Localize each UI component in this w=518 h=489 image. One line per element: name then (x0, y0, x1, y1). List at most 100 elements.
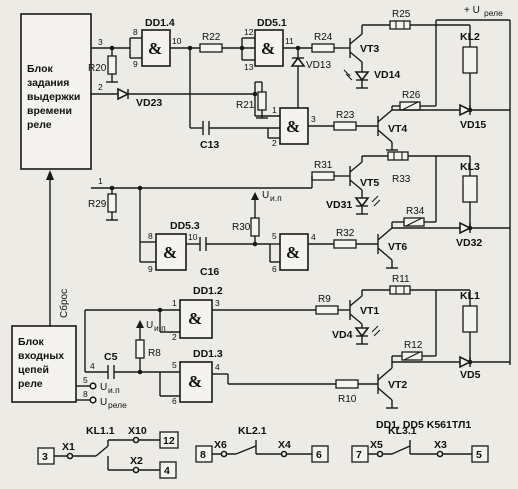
resistor-r23 (333, 121, 357, 131)
label-vt3: VT3 (360, 43, 379, 55)
pin-dd51-12: 12 (244, 27, 254, 37)
label-kl21: KL2.1 (238, 425, 267, 437)
vt5-collector (349, 161, 363, 173)
supply-arrow-icon (251, 192, 259, 200)
gate-dd12-symbol: & (188, 309, 202, 328)
label-vt2: VT2 (388, 379, 407, 391)
junction (157, 307, 163, 313)
supply-uip-sub-2: и.п (154, 323, 166, 333)
label-vd13: VD13 (306, 60, 331, 71)
gate-dd12 (179, 299, 213, 339)
terminal-box-6 (311, 445, 329, 463)
label-c16: C16 (200, 266, 219, 278)
resistor-r33 (387, 151, 409, 161)
pin-dd12-1: 1 (172, 298, 177, 308)
label-r30: R30 (232, 222, 251, 233)
supply-uip-sub: и.п (270, 193, 282, 203)
terminal-box-4 (159, 461, 177, 479)
vt2-emitter (377, 387, 393, 401)
relay-supply-label: + U (464, 5, 480, 16)
label-vt1: VT1 (360, 305, 379, 317)
label-kl3: KL3 (460, 161, 480, 173)
input-block (11, 325, 77, 403)
label-vd14: VD14 (374, 69, 400, 81)
label-vt6: VT6 (388, 241, 407, 253)
input-urele-label: U (100, 397, 107, 408)
label-vd4: VD4 (332, 329, 353, 341)
resistor-r20 (107, 55, 117, 75)
label-r8: R8 (148, 348, 161, 359)
diode-vd32-icon (459, 221, 472, 235)
input-urele-sub: реле (108, 400, 127, 410)
gate-dd51 (254, 29, 284, 67)
delay-block (20, 13, 92, 170)
label-r24: R24 (314, 32, 333, 43)
terminal-4-label: 4 (164, 465, 170, 477)
label-x1: X1 (62, 441, 75, 453)
pin-delay-1: 1 (98, 176, 103, 186)
diode-vd15-icon (459, 103, 472, 117)
pin-dd53-9: 9 (148, 264, 153, 274)
label-dd14: DD1.4 (145, 17, 175, 29)
label-dd13: DD1.3 (193, 348, 223, 360)
junction (137, 185, 143, 191)
label-r33: R33 (392, 174, 411, 185)
connector-x4 (280, 450, 288, 458)
label-r12: R12 (404, 340, 423, 351)
vt4-collector (377, 109, 393, 123)
input-block-line4: реле (18, 378, 43, 390)
label-r31: R31 (314, 160, 333, 171)
gate-row2 (279, 107, 309, 145)
led-vd31-icon (354, 197, 370, 208)
label-r9: R9 (318, 294, 331, 305)
pin-dd53-10: 10 (188, 232, 198, 242)
relay-supply-sub: реле (484, 8, 503, 18)
label-kl1: KL1 (460, 290, 480, 302)
label-vd5: VD5 (460, 369, 481, 381)
supply-uip-label-2: U (146, 320, 153, 331)
delay-block-line2: задания (27, 77, 69, 89)
vt3-collector (349, 33, 363, 45)
gate-row2-symbol: & (286, 117, 300, 136)
terminal-8-label: 8 (200, 449, 206, 461)
pin-dd13-6: 6 (172, 396, 177, 406)
resistor-r21 (257, 91, 267, 111)
pin-dd12-2: 2 (172, 332, 177, 342)
label-x2: X2 (130, 455, 143, 467)
input-block-line2: входных (18, 350, 64, 362)
pin-g-1: 1 (272, 105, 277, 115)
pin-delay-2: 2 (98, 82, 103, 92)
resistor-r22 (199, 43, 223, 53)
terminal-12-label: 12 (163, 435, 175, 447)
label-x5: X5 (370, 439, 383, 451)
gate-dd13 (179, 361, 213, 403)
pin-in-4: 4 (90, 361, 95, 371)
led-ray (373, 329, 381, 337)
vt5-emitter (349, 179, 363, 191)
label-vd32: VD32 (456, 237, 482, 249)
terminal-in5 (89, 382, 97, 390)
label-r11: R11 (392, 274, 410, 285)
label-x4: X4 (278, 439, 291, 451)
pin-dd13-4: 4 (215, 362, 220, 372)
pin-dd14-8: 8 (133, 27, 138, 37)
label-c5: C5 (104, 351, 118, 363)
reset-label: Сброс (58, 289, 70, 318)
connector-x10 (132, 436, 140, 444)
supply-arrow-icon (136, 320, 144, 328)
gate-dd51-symbol: & (261, 39, 275, 58)
gate-dd53 (155, 233, 187, 271)
pin-g-2: 2 (272, 138, 277, 148)
pin-dd51-11: 11 (285, 36, 294, 46)
label-kl2: KL2 (460, 31, 480, 43)
terminal-6-label: 6 (316, 449, 322, 461)
supply-uip-label: U (262, 190, 269, 201)
diode-vd23-icon (117, 87, 130, 101)
resistor-r31 (311, 171, 335, 181)
terminal-box-12 (159, 431, 179, 449)
vt6-collector (377, 227, 393, 241)
terminal-box-5 (471, 445, 489, 463)
label-vd15: VD15 (460, 119, 486, 131)
vt6-emitter (377, 247, 393, 261)
